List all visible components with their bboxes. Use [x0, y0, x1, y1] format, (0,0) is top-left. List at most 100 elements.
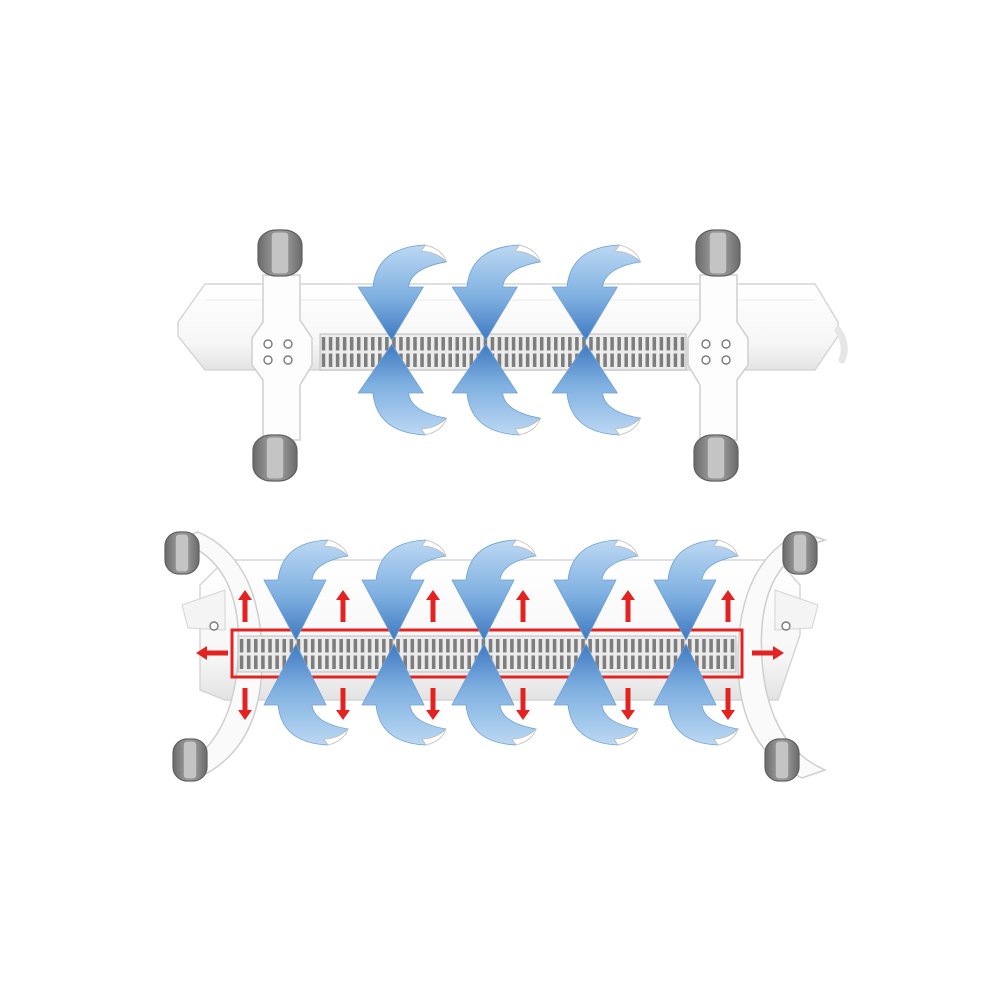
grille-slot: [561, 353, 565, 367]
red-heat-arrow-icon: [516, 590, 530, 622]
grille-slot: [511, 353, 516, 367]
grille-slot: [254, 639, 258, 653]
grille-slot: [420, 353, 424, 367]
grille-slot: [427, 337, 431, 351]
grille-slot: [525, 353, 530, 367]
grille-slot: [374, 639, 379, 653]
grille-slot: [453, 655, 457, 669]
grille-slot: [446, 639, 450, 653]
grille-slot: [702, 655, 706, 669]
grille-slot: [532, 353, 537, 367]
grille-slot: [427, 353, 431, 367]
grille-slot: [659, 337, 664, 351]
grille-slot: [490, 337, 495, 351]
grille-slot: [446, 655, 450, 669]
curved-airflow-arrow-icon: [551, 244, 642, 436]
grille-slot: [488, 639, 493, 653]
grille-slot: [389, 639, 393, 653]
grille-slot: [346, 639, 351, 653]
grille-slot: [545, 639, 550, 653]
grille-slot: [680, 353, 685, 367]
grille-slot: [666, 353, 671, 367]
grille-slot: [617, 337, 621, 351]
grille-slot: [392, 337, 396, 351]
grille-slot: [424, 639, 429, 653]
grille-slot: [378, 353, 382, 367]
grille-slot: [374, 655, 379, 669]
grille-slot: [546, 353, 551, 367]
grille-slot: [335, 337, 340, 351]
grille-slot: [455, 353, 460, 367]
grille-slot: [448, 337, 452, 351]
grille-slot: [567, 655, 571, 669]
grille-slot: [554, 353, 558, 367]
grille-slot: [424, 655, 429, 669]
grille-slot: [503, 655, 507, 669]
grille-slot: [476, 337, 481, 351]
grille-slot: [371, 353, 375, 367]
red-heat-arrow-icon: [516, 688, 530, 720]
grille-slot: [716, 655, 720, 669]
grille-slot: [403, 655, 407, 669]
grille-slot: [469, 353, 474, 367]
grille-slot: [518, 353, 523, 367]
grille-slot: [659, 639, 664, 653]
grille-slot: [268, 655, 272, 669]
grille-slot: [268, 639, 272, 653]
grille-slot: [239, 639, 244, 653]
grille-slot: [645, 639, 649, 653]
caster-wheel-icon: [164, 531, 200, 575]
red-heat-arrow-icon: [721, 590, 735, 622]
grille-slot: [517, 655, 521, 669]
grille-slot: [638, 655, 642, 669]
grille-slot: [406, 337, 410, 351]
grille-slot: [360, 639, 365, 653]
curved-airflow-arrow-icon: [451, 539, 537, 746]
caster-wheel-icon: [257, 229, 303, 277]
grille-slot: [410, 639, 415, 653]
grille-slot: [495, 655, 500, 669]
grille-slot: [595, 639, 600, 653]
grille-slot: [382, 639, 386, 653]
grille-slot: [396, 639, 400, 653]
grille-slot: [567, 639, 571, 653]
foot-bracket-left: [251, 274, 313, 441]
curved-airflow-arrow-icon: [553, 539, 639, 746]
grille-slot: [538, 655, 543, 669]
grille-slot: [552, 639, 557, 653]
grille-slot: [460, 639, 464, 653]
red-heat-arrow-icon: [621, 590, 635, 622]
grille-slot: [504, 337, 509, 351]
grille-slot: [673, 353, 678, 367]
grille-slot: [659, 655, 664, 669]
airflow-arrows-bottom: [263, 539, 739, 746]
foot-bracket-right: [687, 274, 749, 441]
grille-slot: [511, 337, 516, 351]
grille-slot: [289, 639, 294, 653]
grille-slot: [246, 655, 251, 669]
red-heat-arrow-icon: [621, 688, 635, 720]
grille-slot: [339, 639, 343, 653]
grille-slot: [497, 353, 502, 367]
grille-slot: [645, 337, 650, 351]
grille-slot: [695, 639, 699, 653]
grille-slot: [503, 639, 507, 653]
grille-slot: [310, 639, 315, 653]
grille-slot: [546, 337, 551, 351]
screw-icon: [283, 339, 293, 349]
grille-slot: [325, 655, 329, 669]
grille-slot: [275, 639, 279, 653]
grille-slot: [638, 337, 643, 351]
red-heat-arrow-icon: [238, 590, 252, 622]
grille-slot: [616, 655, 621, 669]
screw-icon: [701, 355, 711, 365]
grille-slot: [517, 639, 521, 653]
red-heat-arrow-icon: [336, 590, 350, 622]
grille-slot: [673, 655, 678, 669]
grille-slot: [525, 337, 530, 351]
grille-slot: [539, 353, 544, 367]
grille-slot: [441, 353, 445, 367]
caster-wheel-icon: [172, 738, 208, 782]
grille-slot: [623, 655, 628, 669]
